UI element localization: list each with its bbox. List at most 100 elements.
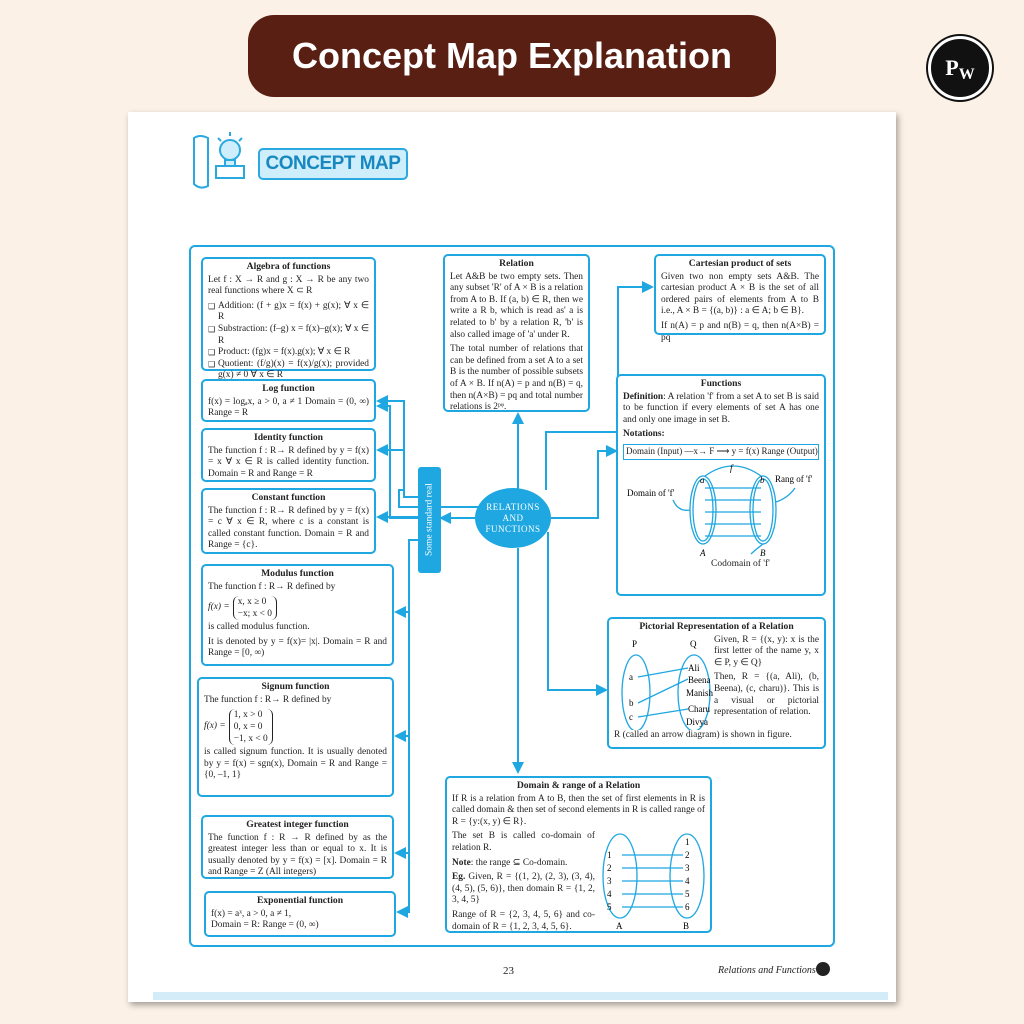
signum-box: Signum function The function f : R→ R de… <box>197 677 394 797</box>
lightbulb-icon <box>193 132 245 189</box>
relation-title: Relation <box>499 258 534 269</box>
concept-map-frame <box>189 245 835 947</box>
a-item: 1 <box>607 850 612 860</box>
exponential-box: Exponential function f(x) = aˣ, a > 0, a … <box>204 891 396 937</box>
f-label: f <box>730 463 734 473</box>
a-item: 3 <box>607 876 612 886</box>
domain-range-diagram: 1 2 3 4 5 1 2 3 4 5 6 A B <box>602 833 705 931</box>
page-number: 23 <box>503 965 514 977</box>
note-label: Note <box>452 857 471 868</box>
b-item: 5 <box>685 889 690 899</box>
hub-line-3: FUNCTIONS <box>485 523 541 534</box>
algebra-item: Substraction: (f–g) x = f(x)–g(x); ∀ x ∈… <box>208 324 369 347</box>
definition-label: Definition <box>623 391 664 402</box>
algebra-title: Algebra of functions <box>246 261 331 272</box>
domain-range-p3: Range of R = {2, 3, 4, 5, 6} and co-doma… <box>452 909 595 932</box>
modulus-p2: It is denoted by y = f(x)= |x|. Domain =… <box>208 636 387 659</box>
b-item: 3 <box>685 863 690 873</box>
modulus-title: Modulus function <box>261 568 334 579</box>
q-item: Charu <box>688 704 710 714</box>
modulus-case: −x; x < 0 <box>237 609 272 620</box>
domain-of-f: Domain of 'f' <box>627 488 675 498</box>
q-item: Manish <box>686 688 714 698</box>
set-q-label: Q <box>690 639 697 649</box>
signum-p1: is called signum function. It is usually… <box>204 747 387 781</box>
concept-map-label: CONCEPT MAP <box>258 148 408 180</box>
set-a-label: A <box>699 548 706 558</box>
set-p-label: P <box>632 639 637 649</box>
eg-text: Given, R = {(1, 2), (2, 3), (3, 4), (4, … <box>452 872 595 906</box>
notation-box: Domain (Input) —x→ F ⟶ y = f(x) Range (O… <box>623 443 819 460</box>
eg-label: Eg. <box>452 872 466 883</box>
exponential-p2: Domain = R: Range = (0, ∞) <box>211 920 319 931</box>
modulus-intro: The function f : R→ R defined by <box>208 581 336 592</box>
modulus-case: x, x ≥ 0 <box>237 597 267 608</box>
domain-range-title: Domain & range of a Relation <box>516 780 641 791</box>
cartesian-p2: If n(A) = p and n(B) = q, then n(A×B) = … <box>661 320 819 343</box>
modulus-box: Modulus function The function f : R→ R d… <box>201 564 394 666</box>
cartesian-title: Cartesian product of sets <box>688 258 792 269</box>
a-item: 2 <box>607 863 612 873</box>
signum-title: Signum function <box>261 681 330 692</box>
b-item: 1 <box>685 837 690 847</box>
domain-range-p1: If R is a relation from A to B, then the… <box>452 793 705 827</box>
chapter-title: Relations and Functions <box>718 965 816 976</box>
pictorial-title: Pictorial Representation of a Relation <box>639 621 794 632</box>
concept-map-badge: CONCEPT MAP <box>190 128 410 190</box>
p-item: b <box>629 698 634 708</box>
a-label: a <box>700 475 705 485</box>
greatest-text: The function f : R → R defined by as the… <box>208 832 387 878</box>
domain-range-p2: The set B is called co-domain of relatio… <box>452 831 595 853</box>
set-b-label: B <box>760 548 766 558</box>
identity-text: The function f : R→ R defined by y = f(x… <box>208 445 369 479</box>
pictorial-box: Pictorial Representation of a Relation P… <box>607 617 826 749</box>
range-of-f: Rang of 'f' <box>775 474 813 484</box>
relation-p1: Let A&B be two empty sets. Then any subs… <box>450 271 583 340</box>
cartesian-p1: Given two non empty sets A&B. The cartes… <box>661 271 819 317</box>
notations-label: Notations: <box>623 429 665 440</box>
codomain-of-f: Codomain of 'f' <box>711 558 770 569</box>
b-item: 6 <box>685 902 690 912</box>
signum-case: 0, x = 0 <box>233 722 263 733</box>
set-a-label: A <box>616 921 623 931</box>
pictorial-p2: Then, R = {(a, Ali), (b, Beena), (c, cha… <box>714 672 819 718</box>
p-item: c <box>629 712 633 722</box>
algebra-item: Product: (fg)x = f(x).g(x); ∀ x ∈ R <box>208 347 369 359</box>
footer-pw-logo <box>816 962 830 976</box>
hub-line-1: RELATIONS <box>486 501 540 512</box>
pictorial-caption: R (called an arrow diagram) is shown in … <box>614 729 792 740</box>
a-item: 4 <box>607 889 612 899</box>
hub-line-2: AND <box>502 512 524 523</box>
exponential-title: Exponential function <box>256 895 344 906</box>
signum-case: −1, x < 0 <box>233 734 268 745</box>
q-item: Divya <box>686 717 708 727</box>
a-item: 5 <box>607 902 612 912</box>
constant-title: Constant function <box>251 492 326 503</box>
functions-box: Functions Definition: A relation 'f' fro… <box>616 374 826 596</box>
log-title: Log function <box>262 383 315 394</box>
algebra-intro: Let f : X → R and g : X → R be any two r… <box>208 274 369 297</box>
functions-title: Functions <box>700 378 742 389</box>
signum-intro: The function f : R→ R defined by <box>204 694 332 705</box>
connector-lines <box>376 281 654 918</box>
set-b-label: B <box>683 921 689 931</box>
b-item: 2 <box>685 850 690 860</box>
constant-text: The function f : R→ R defined by y = f(x… <box>208 505 369 551</box>
arrow-diagram: P Q a b c Ali Beena Manish Charu Divya <box>621 639 714 730</box>
b-item: 4 <box>685 876 690 886</box>
modulus-p1: is called modulus function. <box>208 622 310 633</box>
exponential-p1: f(x) = aˣ, a > 0, a ≠ 1, <box>211 908 292 919</box>
function-mapping-diagram: f a b A B Domain of 'f' Rang of 'f' Codo… <box>627 463 813 569</box>
document-page: CONCEPT MAP Some standard real RELATIONS… <box>128 112 896 1002</box>
algebra-item: Quotient: (f/g)(x) = f(x)/g(x); provided… <box>208 359 369 382</box>
algebra-item: Addition: (f + g)x = f(x) + g(x); ∀ x ∈ … <box>208 301 369 324</box>
domain-range-box: Domain & range of a Relation If R is a r… <box>445 776 712 933</box>
page-bottom-strip <box>153 992 888 1000</box>
algebra-box: Algebra of functions Let f : X → R and g… <box>201 257 376 380</box>
